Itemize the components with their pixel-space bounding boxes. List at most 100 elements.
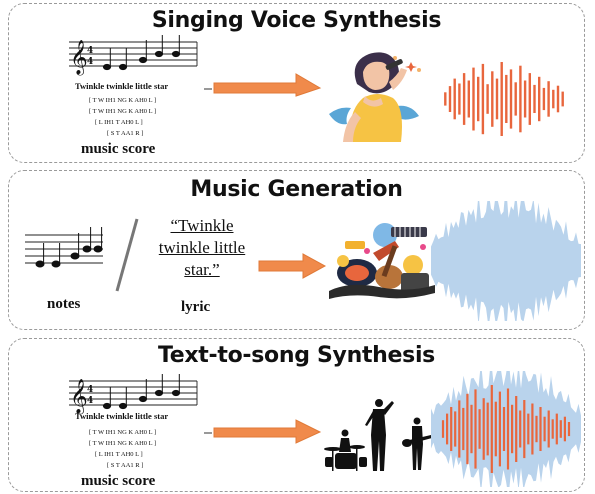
phoneme-line: [ T W IH1 NG K AH0 L ] xyxy=(89,97,157,104)
phoneme-line: [ T W IH1 NG K AH0 L ] xyxy=(89,108,157,115)
waveform-bar xyxy=(547,410,550,448)
arrow xyxy=(204,418,322,444)
svg-text:4: 4 xyxy=(87,46,93,56)
arrow xyxy=(257,253,327,279)
music-staff: 𝄞 4 4 xyxy=(69,34,199,78)
waveform-bar xyxy=(482,398,485,460)
notes-staff xyxy=(25,223,103,273)
waveform-bar xyxy=(453,78,456,120)
lyric-quote-line: star.” xyxy=(184,260,220,279)
waveform-bar xyxy=(563,416,566,442)
waveform-mixed xyxy=(431,371,581,487)
waveform-shape xyxy=(431,201,581,321)
waveform-bar xyxy=(486,84,489,114)
waveform-bar xyxy=(441,420,445,438)
waveform-bar xyxy=(495,78,499,120)
waveform-bar xyxy=(515,396,518,462)
waveform-bar xyxy=(478,409,481,449)
waveform-bar xyxy=(514,82,517,116)
waveform-bar xyxy=(542,87,546,111)
waveform-bar xyxy=(547,81,550,117)
arrow xyxy=(204,72,322,98)
notes-caption: notes xyxy=(47,296,81,312)
waveform-bar xyxy=(543,416,546,442)
lyric-caption: lyric xyxy=(181,299,211,315)
waveform-bar xyxy=(528,73,531,125)
treble-clef-icon: 𝄞 xyxy=(70,40,88,76)
music-staff: 𝄞 4 4 xyxy=(69,373,199,417)
phoneme-line: [ S T AA1 R ] xyxy=(107,462,144,469)
waveform-bar xyxy=(538,76,541,122)
singer-icon xyxy=(327,44,435,142)
waveform-bar xyxy=(567,422,571,437)
waveform-bar xyxy=(491,71,494,127)
waveform-bar xyxy=(448,86,452,112)
band-silhouette-icon xyxy=(323,397,435,473)
waveform-bar xyxy=(462,407,465,451)
phoneme-line: [ T W IH1 NG K AH0 L ] xyxy=(89,440,157,447)
waveform-bar xyxy=(505,74,508,123)
waveform-bar xyxy=(531,403,534,455)
waveform-bar xyxy=(511,404,514,454)
lyric-line: Twinkle twinkle little star xyxy=(75,411,169,421)
waveform-bar xyxy=(555,413,558,445)
waveform-bar xyxy=(523,400,526,459)
waveform-bar xyxy=(559,420,562,438)
svg-text:4: 4 xyxy=(87,385,93,395)
phoneme-line: [ S T AA1 R ] xyxy=(107,130,144,137)
waveform-bar xyxy=(481,63,485,135)
waveform-bar xyxy=(535,415,538,443)
waveform-bar xyxy=(556,85,560,113)
waveform-blue xyxy=(431,201,581,321)
waveform-bar xyxy=(446,413,449,445)
lyric-quote: “Twinkle twinkle little star.” xyxy=(147,215,257,281)
separator-slash xyxy=(113,217,141,293)
waveform-bar xyxy=(551,419,554,439)
waveform-shape xyxy=(431,371,581,487)
waveform-bar xyxy=(477,76,480,122)
music-score-caption: music score xyxy=(81,141,156,157)
waveform-bar xyxy=(561,91,564,107)
waveform-bar xyxy=(502,407,506,451)
music-score-caption: music score xyxy=(81,473,156,489)
phoneme-line: [ T W IH1 NG K AH0 L ] xyxy=(89,429,157,436)
waveform-bar xyxy=(523,80,527,118)
instruments-icon xyxy=(327,221,437,301)
waveform-bar xyxy=(458,83,461,115)
svg-text:4: 4 xyxy=(87,57,93,67)
waveform-bar xyxy=(509,69,513,129)
panel-singing-voice-synthesis: Singing Voice Synthesis 𝄞 4 4 Twinkle tw… xyxy=(8,3,585,163)
waveform-bar xyxy=(494,401,497,457)
waveform-bar xyxy=(462,73,466,125)
treble-clef-icon: 𝄞 xyxy=(70,379,88,415)
waveform-bar xyxy=(444,92,447,106)
waveform-bar xyxy=(490,385,493,473)
waveform-bar xyxy=(486,402,489,456)
waveform-bar xyxy=(472,67,475,131)
panel-title: Music Generation xyxy=(190,177,403,202)
waveform-bar xyxy=(527,413,530,445)
waveform-bar xyxy=(450,407,453,451)
lyric-quote-line: “Twinkle xyxy=(170,216,234,235)
waveform-bar xyxy=(474,389,477,469)
waveform-bar xyxy=(498,391,501,467)
waveform-bar xyxy=(519,410,522,448)
panel-text-to-song-synthesis: Text-to-song Synthesis 𝄞 4 4 Twinkle twi… xyxy=(8,338,585,492)
panel-music-generation: Music Generation notes “Twinkle twinkle … xyxy=(8,170,585,330)
waveform-bar xyxy=(458,400,461,458)
waveform-bar xyxy=(552,89,555,109)
phoneme-line: [ L IH1 T AH0 L ] xyxy=(95,451,143,458)
waveform-bar xyxy=(466,393,469,465)
waveform-bar xyxy=(467,80,470,118)
lyric-line: Twinkle twinkle little star xyxy=(75,81,169,91)
waveform-bar xyxy=(454,411,457,447)
panel-title: Singing Voice Synthesis xyxy=(151,8,442,33)
waveform-bar xyxy=(470,404,473,454)
waveform-bar xyxy=(506,388,510,470)
svg-text:4: 4 xyxy=(87,396,93,406)
waveform-bar xyxy=(539,407,542,451)
phoneme-line: [ L IH1 T AH0 L ] xyxy=(95,119,143,126)
lyric-quote-line: twinkle little xyxy=(158,238,246,257)
waveform-bar xyxy=(519,65,522,133)
waveform-bar xyxy=(533,84,536,113)
